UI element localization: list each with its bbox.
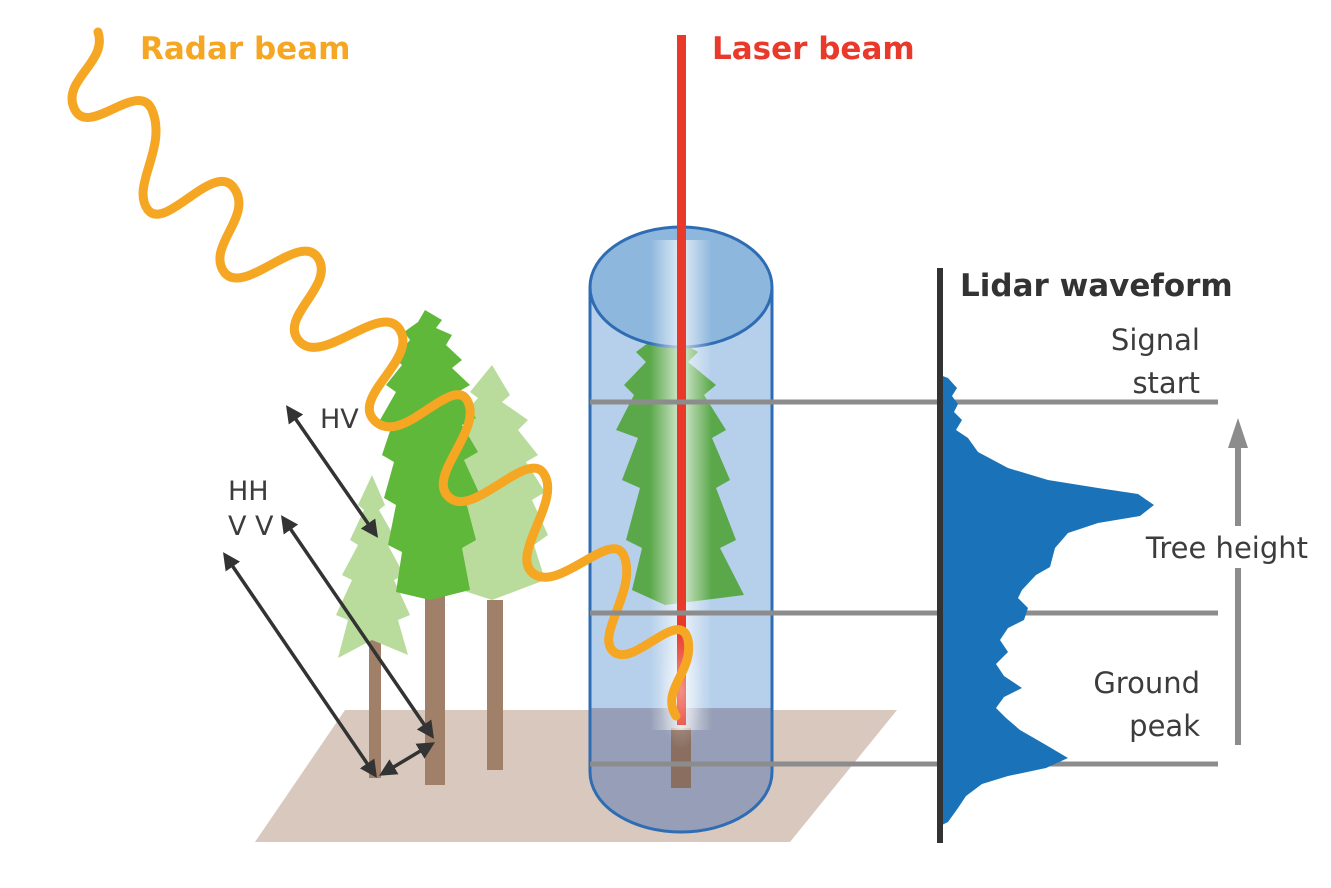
ground-plane (255, 710, 897, 842)
waveform-title: Lidar waveform (960, 268, 1233, 304)
tree-height-label: Tree height (1145, 531, 1308, 565)
hh-arrow (223, 552, 377, 778)
vv-label: V V (228, 511, 274, 542)
radar-beam-label: Radar beam (140, 31, 350, 67)
tree-height-label-bg (1162, 526, 1310, 568)
radar-beam-wave (67, 27, 694, 721)
signal-start-label-1: Signal (1111, 323, 1200, 357)
laser-beam-label: Laser beam (712, 31, 915, 67)
ground-peak-label-2: peak (1129, 709, 1200, 743)
laser-beam (650, 35, 712, 750)
double-bounce-arrow (378, 742, 436, 776)
lidar-waveform (940, 375, 1154, 826)
tree-height-arrowhead (1228, 418, 1248, 448)
hv-label: HV (320, 404, 359, 435)
signal-start-label-2: start (1132, 366, 1200, 400)
hh-label: HH (228, 476, 269, 507)
ground-peak-label-1: Ground (1093, 666, 1200, 700)
hv-arrow (286, 405, 378, 538)
